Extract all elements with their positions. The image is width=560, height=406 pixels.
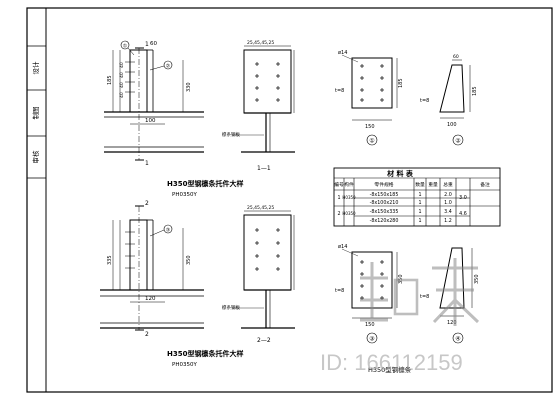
table-header: 构件 bbox=[344, 181, 354, 188]
table-cell: -8x100x210 bbox=[370, 200, 399, 206]
watermark-id: ID: 166112159 bbox=[320, 350, 463, 375]
plate-1-thk: t=8 bbox=[335, 88, 344, 94]
table-body: 1 H0350 -8x150x185 1 2.0 3.0 -8x100x210 … bbox=[337, 192, 466, 224]
table-cell: 2.0 bbox=[444, 192, 452, 198]
table-cell: -8x120x280 bbox=[370, 218, 399, 224]
plate-2-top: 60 bbox=[453, 54, 459, 60]
dim-left-total: 185 bbox=[107, 75, 113, 85]
dim-left-part-1: 40 bbox=[119, 62, 125, 68]
table-cell: 1 bbox=[418, 209, 421, 215]
plate-1-right: 185 bbox=[398, 78, 404, 88]
table-header: 数量 bbox=[415, 181, 425, 188]
table-title: 材 料 表 bbox=[386, 169, 414, 178]
detail-bottom bbox=[100, 205, 204, 331]
dim-bottom-right: 350 bbox=[186, 255, 192, 265]
section-bottom-dims: 25,45,45,25 bbox=[247, 205, 274, 211]
plate-4-bottom: 120 bbox=[447, 320, 457, 326]
section-top-dims: 25,45,45,25 bbox=[247, 40, 274, 46]
detail-top bbox=[104, 40, 204, 161]
table-cell: H0350 bbox=[342, 211, 356, 216]
section-bottom bbox=[232, 210, 295, 329]
watermark-logo-icon bbox=[360, 258, 480, 326]
callout-2: ② bbox=[166, 64, 171, 70]
table-cell: -8x150x185 bbox=[370, 192, 399, 198]
plate-3-label: ③ bbox=[369, 336, 374, 343]
table-header: 零件规格 bbox=[374, 181, 393, 188]
detail-bottom-title: H350型钢檩条托件大样 bbox=[167, 349, 243, 358]
section-marker-top-upper: 1 bbox=[145, 41, 149, 48]
dim-left-part-3: 40 bbox=[119, 82, 125, 88]
table-cell: 1 bbox=[418, 200, 421, 206]
plate-3-hole: ø14 bbox=[338, 244, 347, 250]
plate-2-bottom: 100 bbox=[447, 122, 457, 128]
table-cell: 1 bbox=[337, 195, 340, 201]
title-cell-2: 制图 bbox=[31, 107, 40, 120]
plate-4-label: ④ bbox=[455, 336, 460, 343]
plate-2-label: ② bbox=[455, 138, 461, 145]
dim-bottom-bottom: 120 bbox=[145, 296, 156, 302]
plate-3-bottom: 150 bbox=[365, 322, 375, 328]
table-cell: 3.4 bbox=[444, 209, 452, 215]
title-cell-3: 审核 bbox=[31, 150, 40, 164]
table-header: 编号 bbox=[334, 181, 344, 188]
callout-3: ③ bbox=[166, 228, 170, 234]
detail-bottom-subtitle: PH0350Y bbox=[172, 362, 197, 368]
section-top bbox=[232, 45, 295, 153]
section-marker-bottom-upper: 2 bbox=[145, 200, 149, 207]
dim-left-part-4: 40 bbox=[119, 92, 125, 98]
dim-right: 330 bbox=[186, 82, 192, 92]
section-bottom-label: 2—2 bbox=[257, 337, 271, 344]
plate-1-hole: ø14 bbox=[338, 50, 347, 56]
table-cell: 1 bbox=[418, 218, 421, 224]
detail-top-subtitle: PH0350Y bbox=[172, 192, 197, 198]
section-top-note: 檩条钢板 bbox=[222, 131, 240, 138]
material-table bbox=[333, 167, 501, 227]
table-cell: 1 bbox=[418, 192, 421, 198]
table-cell: -8x150x335 bbox=[370, 209, 399, 215]
sheet-border bbox=[26, 7, 553, 393]
table-cell: H0350 bbox=[342, 195, 356, 200]
section-marker-bottom: 2 bbox=[145, 331, 149, 338]
watermark: ID: 166112159 bbox=[320, 258, 480, 375]
callout-1: ① bbox=[123, 44, 128, 50]
dim-bottom: 100 bbox=[145, 118, 156, 124]
footer-caption: H350型钢檩条 bbox=[368, 365, 412, 374]
plate-3-thk: t=8 bbox=[335, 288, 344, 294]
title-cell-1: 设计 bbox=[31, 61, 40, 75]
plate-1 bbox=[341, 54, 398, 146]
table-cell: 4.6 bbox=[459, 211, 467, 217]
plate-2-right: 185 bbox=[472, 86, 478, 96]
table-cell: 1.0 bbox=[444, 200, 452, 206]
table-cell: 2 bbox=[337, 211, 340, 217]
table-cell: 3.0 bbox=[459, 195, 467, 201]
table-header: 总重 bbox=[443, 181, 453, 188]
table-cell: 1.2 bbox=[444, 218, 452, 224]
plate-1-label: ① bbox=[369, 138, 374, 145]
dim-bottom-left-total: 335 bbox=[107, 255, 113, 265]
plate-2 bbox=[439, 59, 471, 146]
detail-top-title: H350型钢檩条托件大样 bbox=[167, 179, 243, 188]
dim-top-width: 60 bbox=[150, 41, 157, 47]
dim-left-part-2: 40 bbox=[119, 72, 125, 78]
table-header: 备注 bbox=[480, 181, 490, 188]
plate-4-thk: t=8 bbox=[420, 294, 429, 300]
plate-2-thk: t=8 bbox=[420, 98, 429, 104]
plate-3 bbox=[341, 248, 398, 344]
plate-1-bottom: 150 bbox=[365, 124, 375, 130]
table-header: 重量 bbox=[428, 181, 438, 188]
section-bottom-note: 檩条钢板 bbox=[222, 304, 240, 311]
section-top-label: 1—1 bbox=[257, 165, 271, 172]
plate-4-right: 350 bbox=[474, 274, 480, 284]
table-headers: 编号 构件 零件规格 数量 重量 总重 备注 bbox=[334, 181, 490, 188]
section-marker-top: 1 bbox=[145, 160, 149, 167]
